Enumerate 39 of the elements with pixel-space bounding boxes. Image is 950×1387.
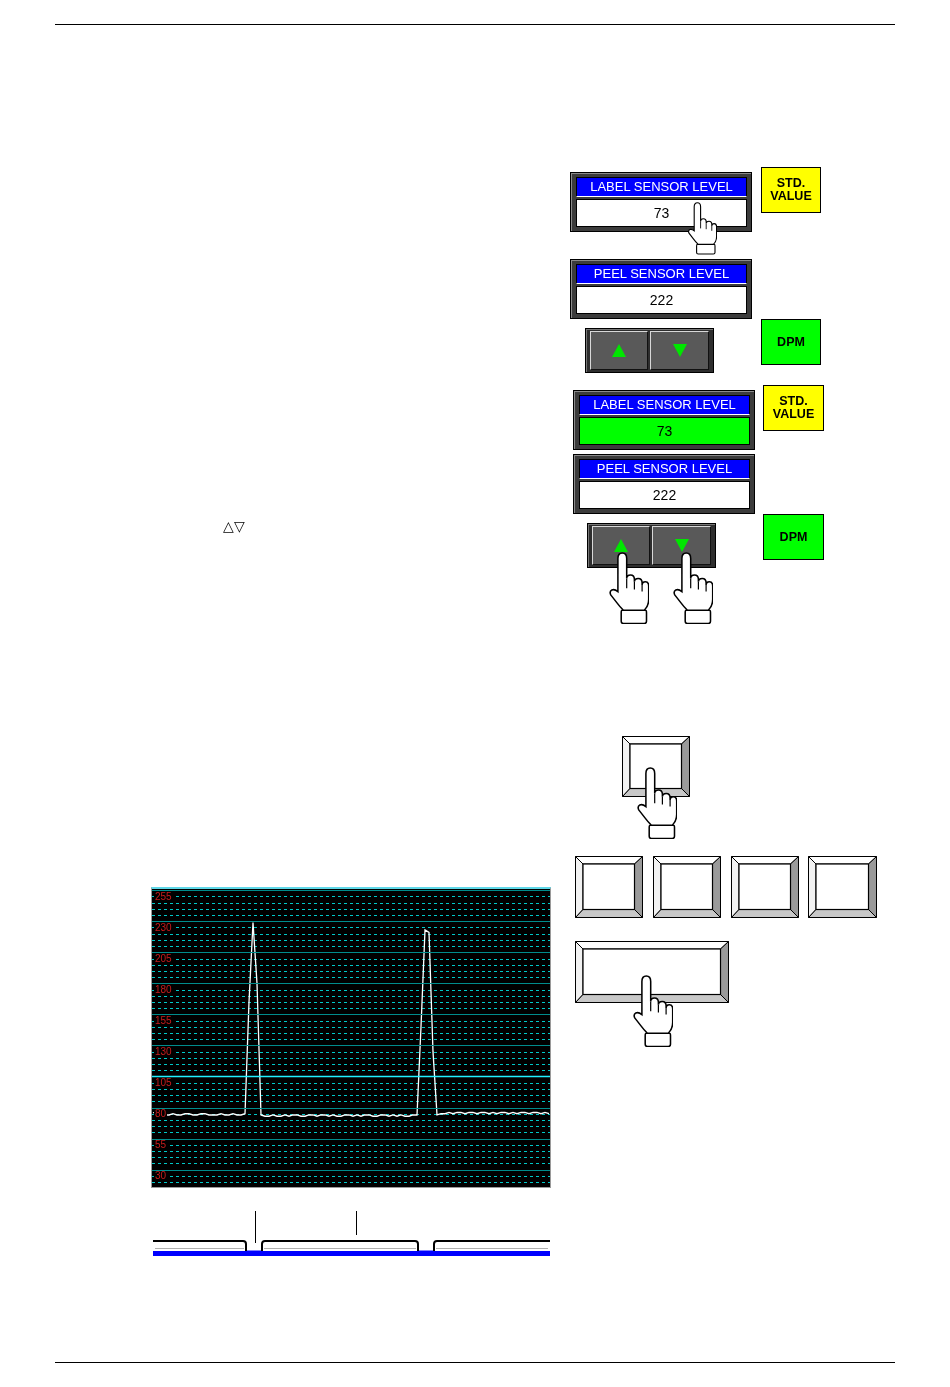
blank-button: [808, 856, 877, 918]
sensor-level-panel: [570, 172, 752, 232]
dpm-button: DPM: [761, 319, 821, 365]
panel-header: PEEL SENSOR LEVEL: [579, 459, 750, 479]
blank-button: [575, 941, 729, 1003]
arrow-symbols: △▽: [223, 518, 245, 534]
panel-header: PEEL SENSOR LEVEL: [576, 264, 747, 284]
arrow-button-panel: [587, 523, 716, 568]
arrow-button-panel: [585, 328, 714, 373]
axis-tick-label: 30: [154, 1170, 168, 1182]
dpm-button: DPM: [763, 514, 824, 560]
value-display: 222: [579, 481, 750, 509]
down-button: [650, 331, 709, 370]
blank-button: [622, 736, 690, 797]
panel-header: LABEL SENSOR LEVEL: [579, 395, 750, 415]
axis-tick-label: 55: [154, 1139, 168, 1151]
up-button: [590, 331, 648, 370]
blank-button: [575, 856, 643, 918]
axis-tick-label: 180: [154, 984, 173, 996]
sensor-level-panel: [570, 259, 752, 319]
axis-tick-label: 105: [154, 1077, 173, 1089]
value-display: 73: [576, 199, 747, 227]
axis-tick-label: 255: [154, 890, 173, 902]
axis-tick-label: 80: [154, 1108, 168, 1120]
axis-tick-label: 205: [154, 953, 173, 965]
std-value-button: STD. VALUE: [763, 385, 824, 431]
blank-button: [653, 856, 721, 918]
panel-header: LABEL SENSOR LEVEL: [576, 177, 747, 197]
axis-tick-label: 130: [154, 1046, 173, 1058]
std-value-button: STD. VALUE: [761, 167, 821, 213]
value-display: 73: [579, 417, 750, 445]
axis-tick-label: 155: [154, 1015, 173, 1027]
up-button: [592, 526, 650, 565]
sensor-level-panel: [573, 454, 755, 514]
down-button: [652, 526, 711, 565]
blank-button: [731, 856, 799, 918]
value-display: 222: [576, 286, 747, 314]
axis-tick-label: 230: [154, 922, 173, 933]
sensor-level-panel: [573, 390, 755, 450]
